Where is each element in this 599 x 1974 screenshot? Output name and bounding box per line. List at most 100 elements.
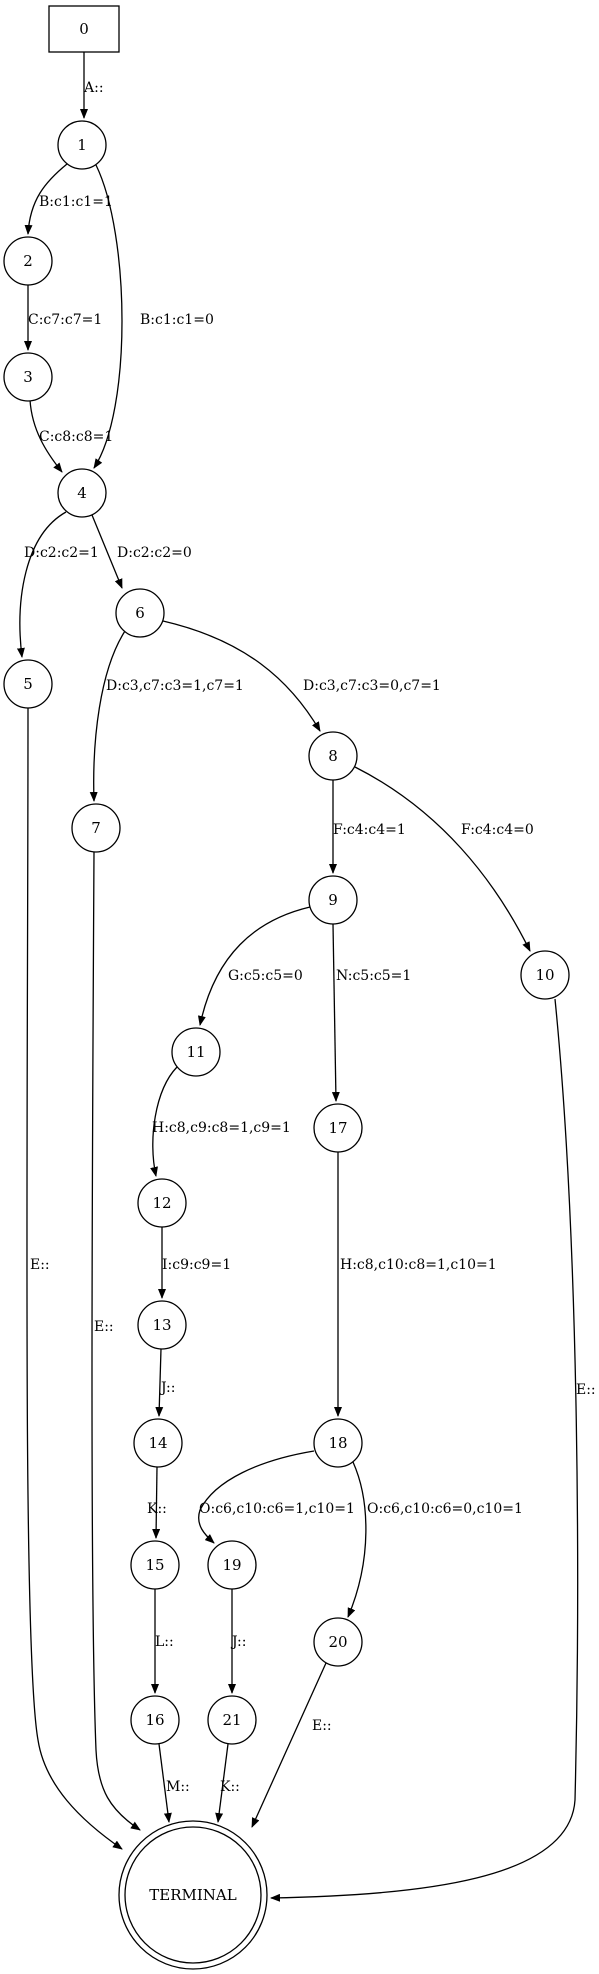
node-label: TERMINAL (149, 1886, 236, 1904)
edge-20-to-TERMINAL: E:: (251, 1662, 332, 1828)
node-circle (207, 1695, 257, 1745)
edge-1-to-4: B:c1:c1=0 (93, 164, 214, 469)
edge-label: L:: (155, 1634, 174, 1650)
edge-17-to-18: H:c8,c10:c8=1,c10=1 (334, 1152, 497, 1417)
node-label: 18 (328, 1434, 347, 1452)
node-circle (520, 950, 570, 1000)
edge-label: K:: (220, 1779, 240, 1795)
node-circle (3, 659, 53, 709)
edge-arrow (91, 851, 141, 1831)
node-label: 17 (328, 1119, 347, 1137)
edge-label: C:c8:c8=1 (39, 429, 113, 445)
edge-arrow (93, 164, 123, 469)
edge-label: I:c9:c9=1 (162, 1257, 231, 1273)
edge-6-to-8: D:c3,c7:c3=0,c7=1 (162, 620, 441, 732)
node-label: 13 (152, 1316, 171, 1334)
node-11: 11 (171, 1027, 221, 1077)
edge-label: G:c5:c5=0 (228, 968, 303, 984)
edge-label: D:c3,c7:c3=0,c7=1 (303, 678, 441, 694)
node-21: 21 (207, 1695, 257, 1745)
edge-label: E:: (312, 1718, 332, 1734)
node-label: 8 (328, 747, 338, 765)
node-label: 0 (79, 20, 89, 38)
node-circle (3, 352, 53, 402)
node-0: 0 (48, 5, 120, 53)
edge-label: D:c2:c2=1 (24, 545, 99, 561)
edge-4-to-6: D:c2:c2=0 (91, 514, 192, 589)
edge-label: J:: (230, 1634, 246, 1650)
node-label: 3 (23, 368, 33, 386)
edge-label: F:c4:c4=1 (333, 822, 406, 838)
edge-label: E:: (94, 1319, 114, 1335)
node-circle (313, 1418, 363, 1468)
edge-arrow (251, 1662, 327, 1828)
node-label: 15 (145, 1556, 164, 1574)
node-circle (57, 468, 107, 518)
edge-6-to-7: D:c3,c7:c3=1,c7=1 (89, 630, 244, 802)
edge-arrow (26, 707, 123, 1850)
node-circle (313, 1617, 363, 1667)
node-circle (57, 120, 107, 170)
edge-9-to-17: N:c5:c5=1 (331, 923, 411, 1102)
node-7: 7 (71, 803, 121, 853)
node-label: 10 (535, 966, 554, 984)
edge-arrow (197, 906, 311, 1026)
node-inner-ring (124, 1826, 262, 1964)
edge-arrow (29, 399, 63, 473)
edge-arrow (198, 1450, 315, 1544)
node-label: 6 (135, 604, 145, 622)
edge-arrow (89, 630, 126, 802)
node-14: 14 (133, 1418, 183, 1468)
node-label: 20 (328, 1633, 347, 1651)
edge-arrow (16, 511, 67, 658)
node-8: 8 (308, 731, 358, 781)
edge-label: M:: (166, 1779, 190, 1795)
edge-16-to-TERMINAL: M:: (158, 1743, 190, 1823)
edge-label: D:c2:c2=0 (117, 545, 192, 561)
edge-5-to-TERMINAL: E:: (26, 707, 123, 1850)
edge-label: C:c7:c7=1 (28, 312, 102, 328)
node-circle (115, 588, 165, 638)
node-15: 15 (130, 1540, 180, 1590)
edge-arrow (270, 998, 579, 1902)
edge-11-to-12: H:c8,c9:c8=1,c9=1 (150, 1066, 291, 1177)
edge-label: N:c5:c5=1 (336, 968, 411, 984)
edges: A::B:c1:c1=1B:c1:c1=0C:c7:c7=1C:c8:c8=1D… (16, 52, 596, 1902)
edge-arrow (91, 514, 123, 589)
edge-1-to-2: B:c1:c1=1 (24, 163, 113, 235)
node-circle (137, 1178, 187, 1228)
edge-arrow (354, 766, 531, 952)
node-box (48, 5, 120, 53)
node-19: 19 (207, 1540, 257, 1590)
edge-18-to-19: O:c6,c10:c6=1,c10=1 (198, 1450, 355, 1544)
edge-label: O:c6,c10:c6=0,c10=1 (367, 1501, 523, 1517)
node-6: 6 (115, 588, 165, 638)
edge-19-to-21: J:: (228, 1589, 246, 1694)
edge-9-to-11: G:c5:c5=0 (197, 906, 311, 1026)
edge-label: D:c3,c7:c3=1,c7=1 (106, 678, 244, 694)
node-3: 3 (3, 352, 53, 402)
edge-arrow (150, 1066, 178, 1177)
edge-label: K:: (147, 1501, 167, 1517)
edge-label: J:: (159, 1380, 175, 1396)
node-13: 13 (137, 1300, 187, 1350)
node-terminal: TERMINAL (118, 1820, 268, 1970)
node-label: 2 (23, 252, 33, 270)
edge-label: O:c6,c10:c6=1,c10=1 (199, 1501, 355, 1517)
node-4: 4 (57, 468, 107, 518)
node-circle (308, 731, 358, 781)
edge-label: B:c1:c1=1 (39, 194, 113, 210)
edge-label: B:c1:c1=0 (140, 312, 214, 328)
edge-label: H:c8,c9:c8=1,c9=1 (152, 1120, 291, 1136)
node-label: 5 (23, 675, 33, 693)
node-2: 2 (3, 236, 53, 286)
edge-label: F:c4:c4=0 (461, 822, 534, 838)
node-1: 1 (57, 120, 107, 170)
edge-label: E:: (576, 1382, 596, 1398)
node-label: 19 (222, 1556, 241, 1574)
node-10: 10 (520, 950, 570, 1000)
edge-8-to-10: F:c4:c4=0 (354, 766, 534, 952)
node-label: 12 (152, 1194, 171, 1212)
node-16: 16 (130, 1695, 180, 1745)
